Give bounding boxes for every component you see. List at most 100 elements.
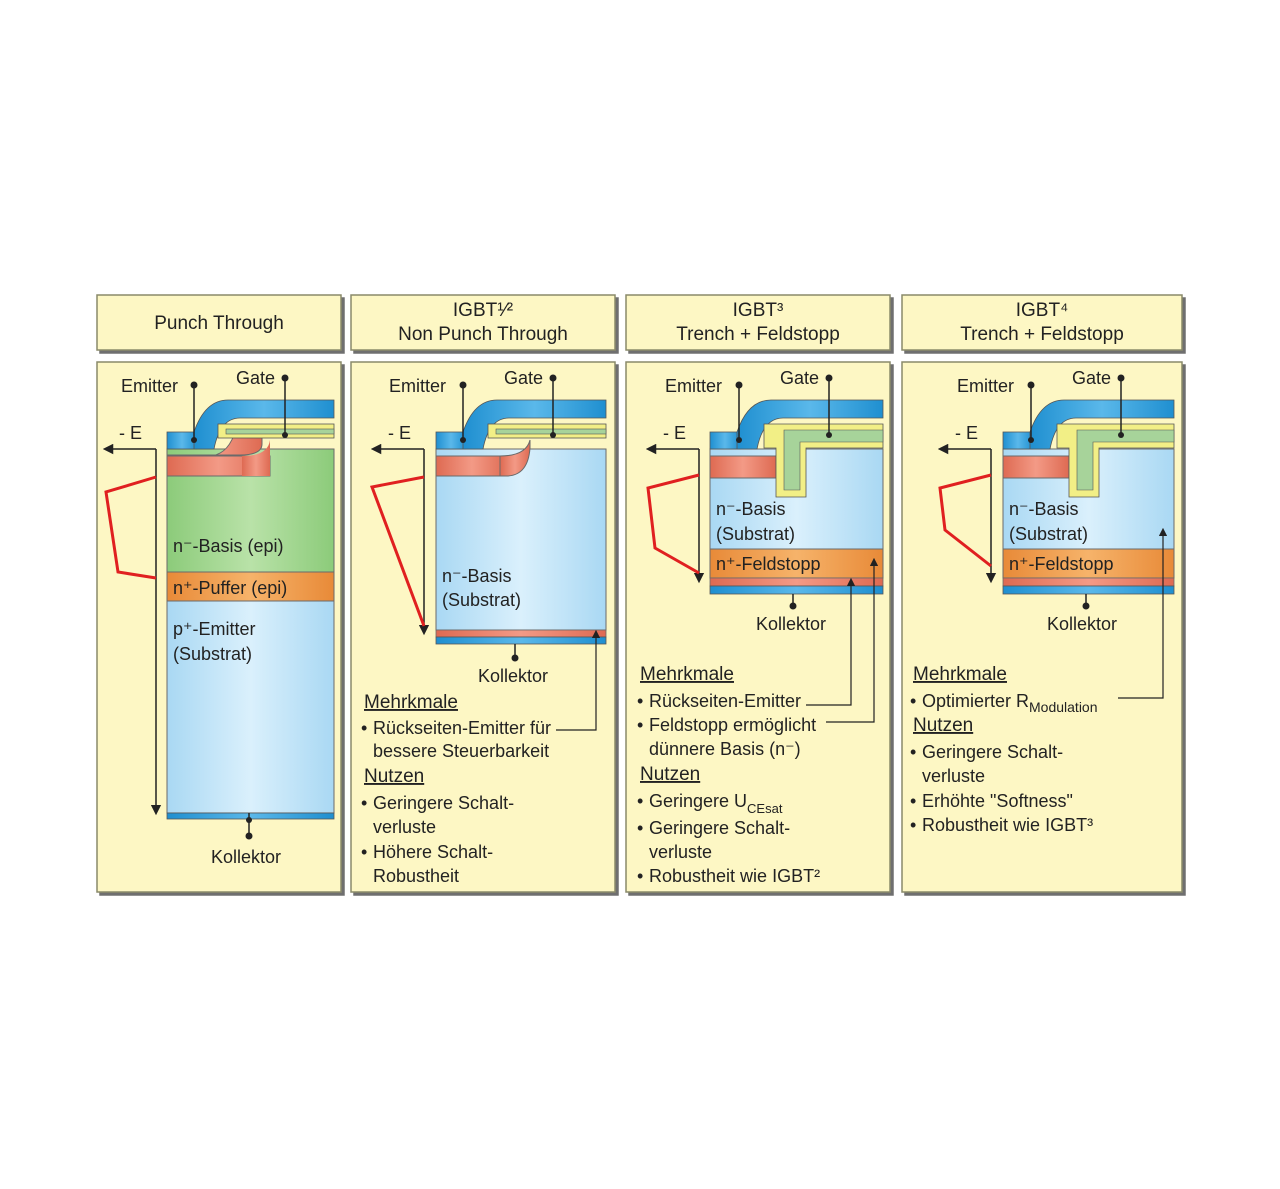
fieldstop-layer	[709, 548, 884, 579]
p-well	[1002, 455, 1070, 479]
trench-oxide	[783, 429, 884, 491]
nutzen-title: Nutzen	[364, 766, 424, 787]
fieldstop-label: n⁺-Feldstopp	[1009, 554, 1114, 574]
e-field-profile	[104, 475, 157, 580]
device-igbt3: Emitter Gate - E n⁻-Basis (Substrat) n⁺-…	[637, 368, 884, 886]
emitter-label: Emitter	[121, 376, 178, 396]
nutzen-item: Robustheit	[373, 866, 459, 886]
nutzen-item: Geringere Schalt-	[649, 818, 790, 838]
collector-label: Kollektor	[478, 666, 548, 686]
device-punch-through: Emitter Gate - E n⁻-Basis (epi) n⁺-Puffe…	[102, 368, 335, 867]
header-igbt4: IGBT⁴ Trench + Feldstopp	[901, 294, 1183, 351]
gate-label: Gate	[236, 368, 275, 388]
bullet: •	[910, 742, 916, 762]
nutzen-item: Geringere UCEsat	[649, 791, 783, 816]
nutzen-item-text: Geringere U	[649, 791, 747, 811]
field-label: - E	[388, 423, 411, 443]
header-igbt12: IGBT¹⁄² Non Punch Through	[350, 294, 616, 351]
bullet: •	[637, 691, 643, 711]
header-subtitle: Trench + Feldstopp	[960, 324, 1124, 345]
field-label: - E	[119, 423, 142, 443]
basis-label-2: (Substrat)	[716, 524, 795, 544]
gate-metal	[462, 399, 607, 450]
merkmal-item-subscript: Modulation	[1029, 699, 1098, 715]
buffer-label: n⁺-Puffer (epi)	[173, 578, 287, 598]
merkmale-title: Mehrkmale	[364, 692, 458, 713]
emitter-label: Emitter	[957, 376, 1014, 396]
p-well	[435, 455, 509, 477]
nutzen-item: verluste	[649, 842, 712, 862]
merkmal-item: dünnere Basis (n⁻)	[649, 739, 801, 759]
e-field-profile	[646, 473, 700, 575]
trench-oxide	[1076, 429, 1175, 491]
nutzen-item: Höhere Schalt-	[373, 842, 493, 862]
device-igbt4: Emitter Gate - E n⁻-Basis (Substrat) n⁺-…	[910, 368, 1175, 835]
substrate-label-2: (Substrat)	[173, 644, 252, 664]
bullet: •	[910, 815, 916, 835]
nutzen-item: Erhöhte "Softness"	[922, 791, 1073, 811]
nutzen-item: Geringere Schalt-	[373, 793, 514, 813]
nutzen-title: Nutzen	[640, 764, 700, 785]
merkmal-item: Optimierter RModulation	[922, 691, 1098, 715]
p-well	[709, 455, 777, 479]
gate-label: Gate	[780, 368, 819, 388]
header-title: IGBT³	[733, 300, 784, 321]
backside-emitter	[709, 577, 884, 587]
bullet: •	[637, 715, 643, 735]
emitter-label: Emitter	[389, 376, 446, 396]
collector-metal	[709, 585, 884, 595]
header-title: IGBT¹⁄²	[453, 300, 513, 321]
field-label: - E	[955, 423, 978, 443]
gate-label: Gate	[504, 368, 543, 388]
merkmal-item: bessere Steuerbarkeit	[373, 741, 549, 761]
gate-metal	[1029, 399, 1175, 450]
gate-metal	[193, 399, 335, 450]
gate-label: Gate	[1072, 368, 1111, 388]
header-igbt3: IGBT³ Trench + Feldstopp	[625, 294, 891, 351]
nutzen-item: verluste	[373, 817, 436, 837]
merkmal-item: Rückseiten-Emitter	[649, 691, 801, 711]
emitter-metal	[709, 431, 741, 450]
nutzen-item: Robustheit wie IGBT²	[649, 866, 820, 886]
nutzen-item: Geringere Schalt-	[922, 742, 1063, 762]
collector-label: Kollektor	[756, 614, 826, 634]
gate-metal	[736, 399, 884, 450]
header-punch-through: Punch Through	[96, 294, 342, 351]
bullet: •	[361, 842, 367, 862]
bullet: •	[637, 818, 643, 838]
collector-metal	[1002, 585, 1175, 595]
e-field-profile	[938, 473, 992, 568]
header-subtitle: Non Punch Through	[398, 324, 568, 345]
basis-label: n⁻-Basis	[716, 499, 786, 519]
backside-emitter	[1002, 577, 1175, 587]
header-title: Punch Through	[154, 313, 284, 334]
device-igbt12: Emitter Gate - E n⁻-Basis (Substrat) Kol…	[361, 368, 607, 886]
nutzen-item: Robustheit wie IGBT³	[922, 815, 1093, 835]
bullet: •	[361, 793, 367, 813]
basis-label: n⁻-Basis	[442, 566, 512, 586]
basis-label-2: (Substrat)	[442, 590, 521, 610]
backside-emitter	[435, 629, 607, 638]
bullet: •	[637, 791, 643, 811]
merkmale-title: Mehrkmale	[640, 664, 734, 685]
field-label: - E	[663, 423, 686, 443]
emitter-label: Emitter	[665, 376, 722, 396]
substrate-layer	[166, 600, 335, 814]
merkmal-item: Rückseiten-Emitter für	[373, 718, 551, 738]
buffer-layer	[166, 571, 335, 602]
merkmal-item-text: Optimierter R	[922, 691, 1029, 711]
bullet: •	[361, 718, 367, 738]
substrate-label: p⁺-Emitter	[173, 619, 256, 639]
merkmale-title: Mehrkmale	[913, 664, 1007, 685]
basis-label-2: (Substrat)	[1009, 524, 1088, 544]
bullet: •	[910, 691, 916, 711]
e-field-profile	[369, 475, 426, 627]
nutzen-item: verluste	[922, 766, 985, 786]
bullet: •	[910, 791, 916, 811]
basis-label: n⁻-Basis	[1009, 499, 1079, 519]
basis-label: n⁻-Basis (epi)	[173, 536, 284, 556]
collector-label: Kollektor	[211, 847, 281, 867]
header-subtitle: Trench + Feldstopp	[676, 324, 840, 345]
nutzen-item-subscript: CEsat	[747, 801, 783, 816]
